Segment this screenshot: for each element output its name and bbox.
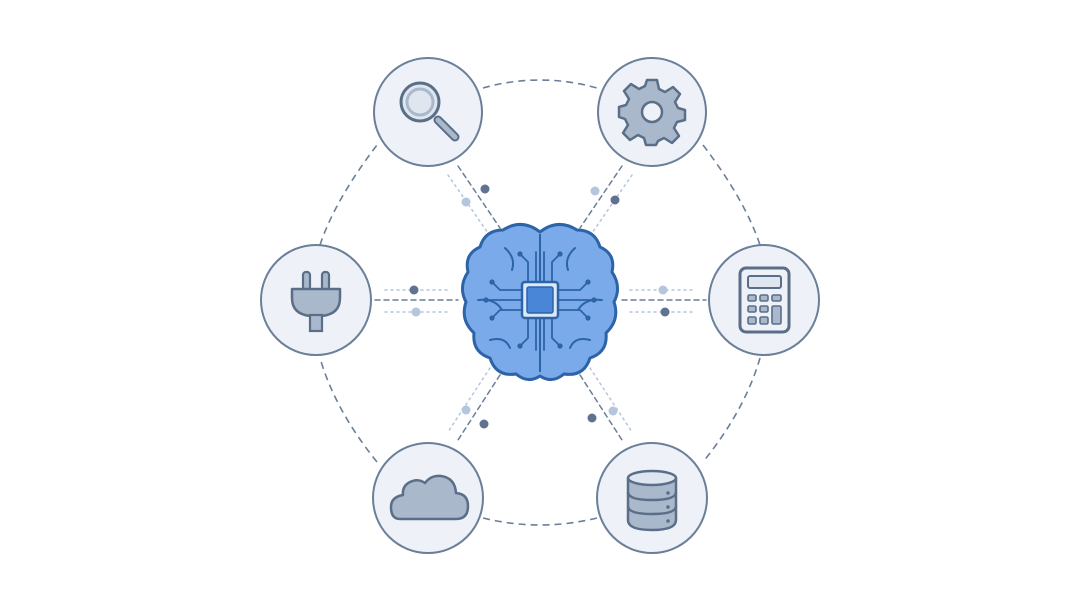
spoke-plug-dot — [411, 307, 421, 317]
node-calculator — [708, 244, 820, 356]
node-cloud — [372, 442, 484, 554]
chip-core — [526, 286, 554, 314]
plug-icon — [290, 270, 342, 333]
node-database — [596, 442, 708, 554]
spoke-cloud-dot — [479, 419, 489, 429]
node-search — [373, 57, 483, 167]
database-icon — [626, 469, 678, 532]
spoke-database — [579, 367, 633, 441]
spoke-database-dot — [587, 413, 597, 423]
brain-chip-icon — [461, 223, 619, 381]
spoke-plug-dot — [409, 285, 419, 295]
spoke-search — [447, 165, 501, 237]
spoke-settings — [579, 165, 633, 237]
spoke-calculator-dot — [658, 285, 668, 295]
outer-ring — [319, 79, 761, 526]
gear-icon — [617, 78, 687, 147]
spoke-search-dot — [461, 197, 471, 207]
hub-brain — [461, 223, 619, 381]
spokes — [374, 165, 707, 441]
node-plug — [260, 244, 372, 356]
spoke-cloud-dot — [461, 405, 471, 415]
spoke-plug — [374, 285, 459, 317]
cloud-icon — [389, 474, 470, 521]
spoke-calculator — [621, 285, 707, 317]
spoke-settings-dot — [610, 195, 620, 205]
calculator-icon — [738, 266, 791, 334]
node-settings — [597, 57, 707, 167]
spoke-search-dot — [480, 184, 490, 194]
spoke-database-dot — [608, 406, 618, 416]
spoke-calculator-dot — [660, 307, 670, 317]
magnifier-icon — [399, 81, 460, 142]
spoke-settings-dot — [590, 186, 600, 196]
spoke-cloud — [447, 367, 501, 441]
